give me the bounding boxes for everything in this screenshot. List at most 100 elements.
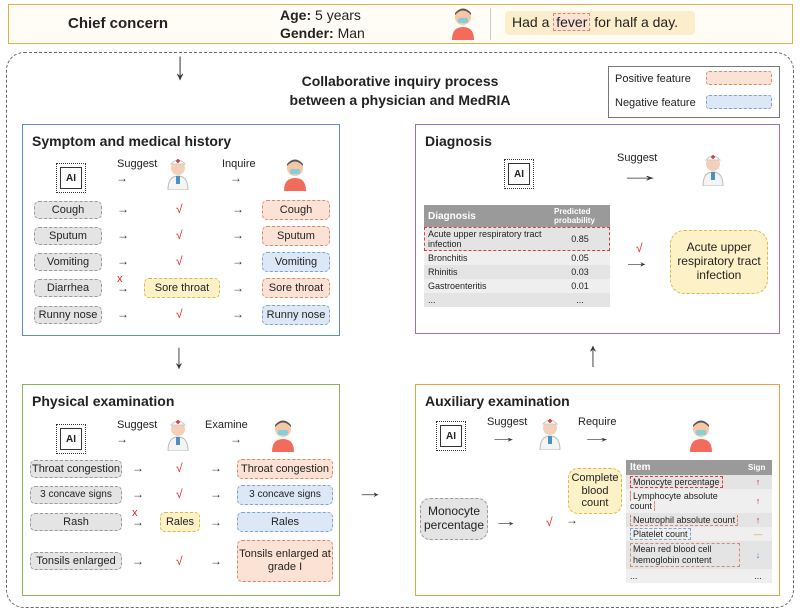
symptom-suggested-vomiting: Vomiting [34,253,102,271]
arrow-right: → [232,228,244,242]
arrow-right: → [210,487,222,501]
confirmed-check: √ [176,554,183,568]
arrow-right: → [132,515,144,529]
suggest-label: Suggest [487,416,528,428]
confirmed-check: √ [176,228,183,242]
physical-exam-title: Physical examination [32,393,175,409]
patient-avatar-icon [452,8,474,40]
symptom-answer-cough: Cough [262,200,330,220]
monocyte-highlight: Monocyte percentage [630,476,723,488]
patient-gender: Gender: Man [280,25,365,41]
symptom-suggested-runny-nose: Runny nose [34,306,102,324]
patient-icon [690,420,712,452]
auxiliary-exam-panel [415,384,780,596]
legend-positive-label: Positive feature [615,73,691,85]
patient-icon [272,420,294,452]
symptom-suggested-diarrhea: Diarrhea [34,279,102,297]
arrow-right: → [210,554,222,568]
exam-physician-rales: Rales [160,512,200,532]
rejected-x-mark: x [132,507,138,519]
sign-col-header: Sign [748,463,766,472]
item-col-header: Item [630,462,651,473]
arrow-right: → [232,202,244,216]
arrow-right: → [210,515,222,529]
symptom-panel-title: Symptom and medical history [32,133,232,149]
fever-highlight: fever [553,13,591,31]
symptom-physician-sore-throat: Sore throat [144,278,220,298]
symptom-suggested-sputum: Sputum [34,227,102,245]
suggest-label: Suggest [117,419,158,431]
arrow-right: → [232,254,244,268]
diagnosis-table: Diagnosis Predicted probability Acute up… [424,205,610,307]
rejected-x-mark: x [117,273,123,285]
arrow-right: → [116,432,128,446]
arrow-right: → [210,461,222,475]
arrow-right: → [117,307,129,321]
arrow-down: ↓ [174,44,186,88]
diagnosis-col-header: Diagnosis [428,210,476,222]
doctor-icon [539,419,561,450]
table-row: Platelet count — [626,527,772,541]
table-row: Monocyte percentage ↑ [626,475,772,489]
doctor-icon [167,159,189,190]
symptom-answer-runny-nose: Runny nose [262,305,330,325]
diagnosis-title: Diagnosis [425,133,492,149]
legend-negative-swatch [706,95,772,109]
exam-suggested-concave-signs: 3 concave signs [30,486,122,504]
table-row: Lymphocyte absolute count ↑ [626,489,772,513]
arrow-right: → [232,281,244,295]
ai-chip-icon: AI [56,424,86,454]
arrow-right: → [117,202,129,216]
exam-answer-tonsils-enlarged: Tonsils enlarged at grade I [237,540,333,582]
exam-answer-rales: Rales [237,512,333,532]
arrow-right: → [493,513,519,529]
exam-suggested-tonsils-enlarged: Tonsils enlarged [30,552,122,570]
auxiliary-exam-title: Auxiliary examination [425,393,570,409]
probability-col-header: Predicted probability [554,207,595,225]
diagnosis-panel [415,124,780,334]
confirmed-check: √ [176,487,183,501]
confirmed-check: √ [546,515,553,529]
arrow-right: → [622,254,651,271]
collaborative-process-container [6,52,794,608]
blood-count-table: Item Sign Monocyte percentage ↑ Lymphocy… [626,460,772,583]
arrow-right: → [488,429,519,445]
confirmed-check: √ [176,461,183,475]
arrow-down: ↓ [173,335,185,376]
exam-suggested-rash: Rash [30,513,122,531]
arrow-right: → [132,461,144,475]
arrow-right: → [580,429,614,445]
arrow-right: → [566,513,578,527]
confirmed-check: √ [176,307,183,321]
arrow-right: → [356,482,384,501]
table-row: ... ... [626,569,772,583]
legend-positive-swatch [706,71,772,85]
ai-chip-icon: AI [436,421,466,451]
arrow-right: → [117,254,129,268]
chief-text-divider [490,8,491,40]
arrow-right: → [132,554,144,568]
arrow-up: ↑ [587,333,599,374]
confirmed-check: √ [176,202,183,216]
exam-answer-throat-congestion: Throat congestion [237,459,333,479]
table-row: ...... [424,293,610,307]
require-label: Require [578,416,617,428]
arrow-right: → [230,432,242,446]
arrow-right: → [132,487,144,501]
suggest-label: Suggest [617,152,658,164]
arrow-right: → [117,281,129,295]
arrow-right: → [618,165,663,185]
symptom-answer-vomiting: Vomiting [262,252,330,272]
table-row: Mean red blood cell hemoglobin content ↓ [626,541,772,569]
table-row: Neutrophil absolute count ↑ [626,513,772,527]
ai-chip-icon: AI [504,159,534,189]
exam-suggested-throat-congestion: Throat congestion [30,460,122,478]
doctor-icon [167,420,189,451]
table-row: Acute upper respiratory tract infection … [424,227,610,251]
arrow-right: → [117,228,129,242]
confirmed-check: √ [176,254,183,268]
suggest-label: Suggest [117,158,158,170]
